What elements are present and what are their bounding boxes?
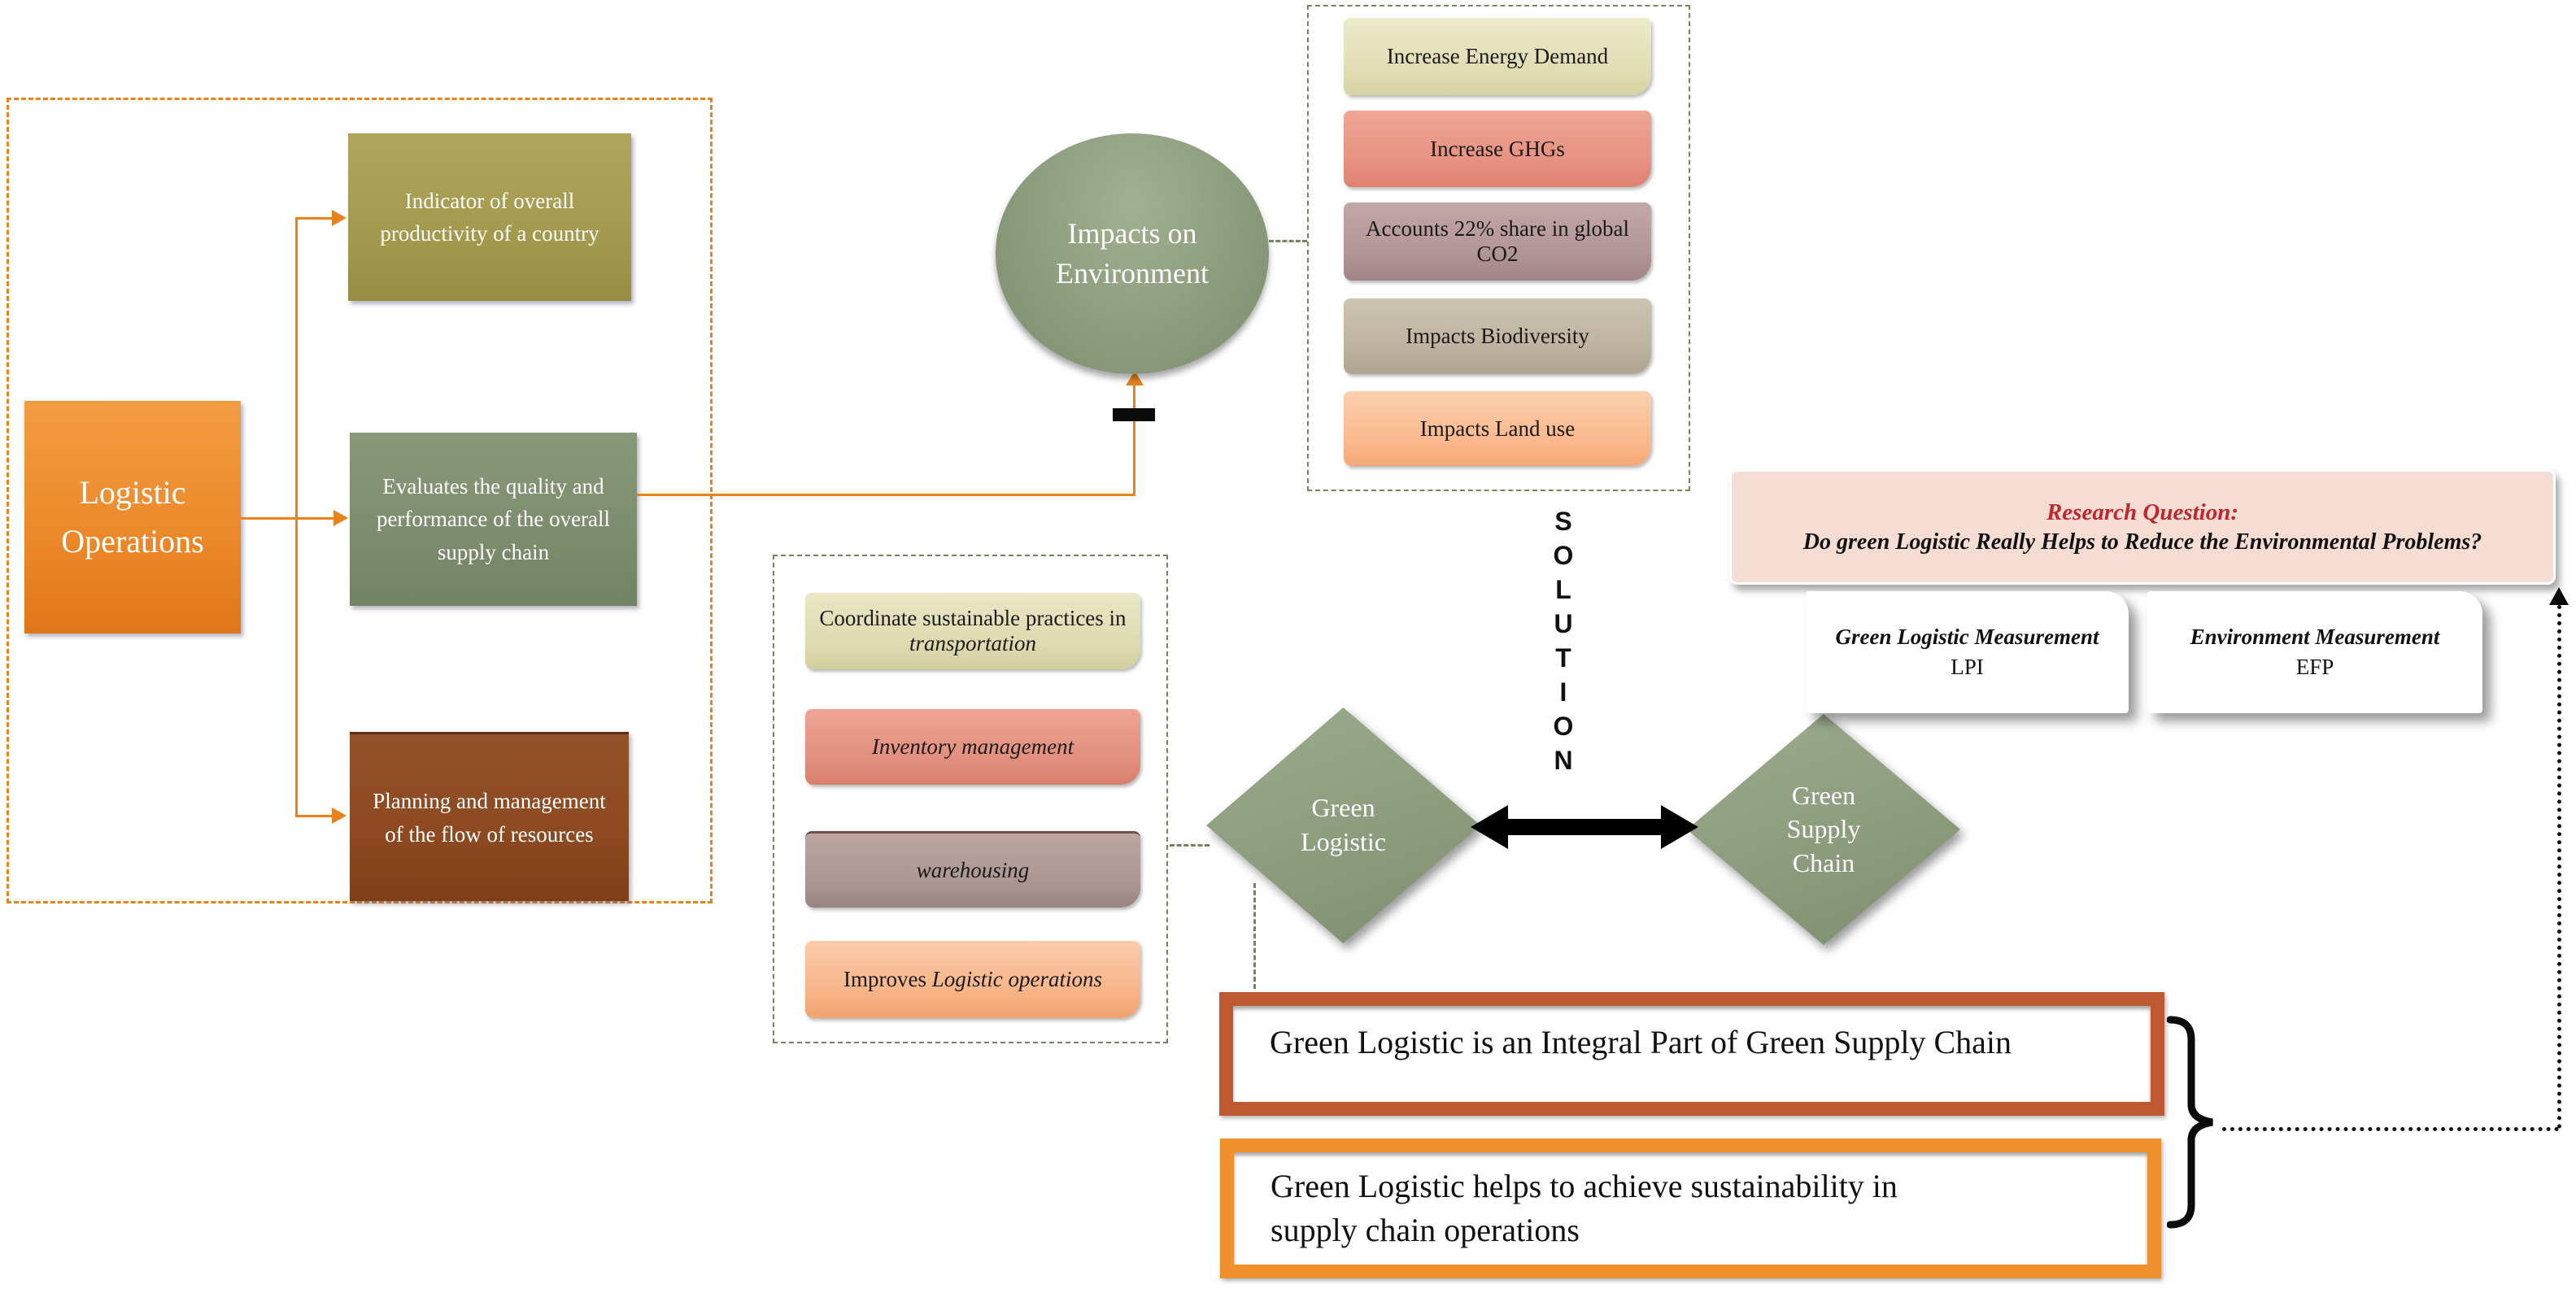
minus-marker: [1113, 408, 1155, 421]
green-logistic-label: Green Logistic: [1301, 793, 1386, 856]
green-logistic-diamond: Green Logistic: [1206, 707, 1480, 943]
practice-text: Improves: [843, 967, 932, 991]
logistic-operations-box: Logistic Operations: [24, 401, 241, 633]
green-logistic-diamond-wrap: Green Logistic: [1206, 707, 1480, 943]
practice-text-italic: Inventory management: [871, 734, 1074, 759]
solution-letter: S: [1554, 507, 1572, 536]
green-logistic-measurement-code: LPI: [1951, 655, 1984, 679]
practice-item-improves: Improves Logistic operations: [805, 941, 1140, 1018]
statement-sustainability-text: Green Logistic helps to achieve sustaina…: [1271, 1168, 1898, 1248]
practice-text-italic: Logistic operations: [931, 967, 1102, 991]
practice-item-inventory: Inventory management: [805, 709, 1140, 785]
impact-item-ghgs: Increase GHGs: [1344, 111, 1651, 187]
solution-letter: I: [1559, 677, 1567, 707]
statements-brace: [2167, 1016, 2213, 1229]
indicator-box: Indicator of overall productivity of a c…: [348, 133, 631, 301]
practice-item-label: warehousing: [917, 858, 1030, 883]
evaluates-box: Evaluates the quality and performance of…: [350, 433, 637, 606]
impact-item-landuse: Impacts Land use: [1344, 391, 1651, 466]
connector-to-indicator: [295, 217, 332, 220]
solution-letter: U: [1554, 609, 1573, 638]
impact-item-label: Increase Energy Demand: [1386, 44, 1609, 68]
research-question-text: Do green Logistic Really Helps to Reduce…: [1802, 529, 2482, 555]
indicator-label: Indicator of overall productivity of a c…: [380, 188, 599, 246]
connector-diamond-to-statement: [1253, 883, 1256, 989]
evaluates-label: Evaluates the quality and performance of…: [376, 473, 611, 564]
connector-to-evaluates: [241, 517, 333, 520]
dotted-path-horizontal: [2222, 1127, 2559, 1131]
double-arrow-body: [1506, 819, 1663, 835]
impact-item-label: Impacts Land use: [1419, 416, 1576, 441]
solution-letter: O: [1553, 712, 1574, 741]
practice-text-italic: transportation: [909, 631, 1037, 655]
research-question-title: Research Question:: [2046, 498, 2239, 525]
double-arrow-right-head: [1661, 805, 1698, 849]
environment-measurement-title: Environment Measurement: [2190, 625, 2440, 649]
practice-item-warehousing: warehousing: [805, 831, 1140, 908]
double-arrow-left-head: [1471, 805, 1508, 849]
statement-sustainability-frame: Green Logistic helps to achieve sustaina…: [1220, 1138, 2161, 1278]
impacts-environment-circle: Impacts on Environment: [996, 133, 1269, 374]
connector-to-planning: [295, 815, 332, 817]
green-supply-chain-label: Green Supply Chain: [1786, 780, 1861, 877]
statement-integral-part-text: Green Logistic is an Integral Part of Gr…: [1270, 1023, 2012, 1060]
research-question-card: Research Question: Do green Logistic Rea…: [1729, 469, 2556, 585]
logistic-operations-label: Logistic Operations: [61, 474, 204, 559]
connector-evaluates-to-circle: [637, 494, 1135, 496]
impact-item-energy: Increase Energy Demand: [1344, 18, 1651, 95]
impacts-environment-label: Impacts on Environment: [1056, 217, 1209, 290]
green-logistic-measurement-title: Green Logistic Measurement: [1835, 625, 2099, 649]
practice-item-transportation: Coordinate sustainable practices in tran…: [805, 593, 1140, 669]
planning-box: Planning and management of the flow of r…: [350, 732, 629, 901]
arrowhead-planning: [332, 808, 347, 824]
planning-label: Planning and management of the flow of r…: [373, 789, 606, 847]
solution-letter: N: [1554, 746, 1573, 775]
green-supply-chain-diamond-wrap: Green Supply Chain: [1687, 714, 1960, 945]
dotted-path-arrowhead: [2549, 587, 2569, 605]
green-logistic-measurement-card: Green Logistic Measurement LPI: [1806, 591, 2129, 713]
solution-letter: T: [1555, 643, 1571, 673]
practice-item-label: Coordinate sustainable practices in tran…: [817, 606, 1129, 656]
practice-text-italic: warehousing: [916, 858, 1030, 882]
impact-item-label: Accounts 22% share in global CO2: [1366, 216, 1629, 266]
solution-letter: L: [1555, 575, 1571, 604]
connector-practices-to-diamond: [1170, 844, 1210, 847]
impact-item-co2: Accounts 22% share in global CO2: [1344, 202, 1651, 281]
environment-measurement-code: EFP: [2295, 655, 2334, 679]
connector-circle-to-impacts: [1269, 240, 1307, 242]
practices-dashed-group: [773, 555, 1168, 1043]
practice-item-label: Inventory management: [872, 734, 1074, 760]
impact-item-label: Impacts Biodiversity: [1406, 324, 1589, 348]
connector-up-to-circle: [1133, 385, 1135, 496]
environment-measurement-card: Environment Measurement EFP: [2147, 591, 2482, 713]
solution-letter: O: [1553, 541, 1574, 570]
arrowhead-evaluates: [333, 510, 348, 526]
statement-integral-part-frame: Green Logistic is an Integral Part of Gr…: [1219, 992, 2164, 1116]
arrowhead-indicator: [332, 210, 347, 226]
arrowhead-circle: [1126, 371, 1144, 385]
logistic-operations-dashed-group: [7, 98, 713, 903]
solution-vertical-label: S O L U T I O N: [1542, 504, 1584, 777]
practice-text: Coordinate sustainable practices in: [819, 606, 1127, 630]
practice-item-label: Improves Logistic operations: [843, 967, 1102, 992]
impact-item-label: Increase GHGs: [1430, 136, 1565, 161]
green-supply-chain-diamond: Green Supply Chain: [1687, 714, 1960, 945]
impacts-dashed-group: [1307, 5, 1690, 491]
dotted-path-vertical: [2557, 605, 2561, 1129]
impact-item-biodiversity: Impacts Biodiversity: [1344, 298, 1651, 374]
